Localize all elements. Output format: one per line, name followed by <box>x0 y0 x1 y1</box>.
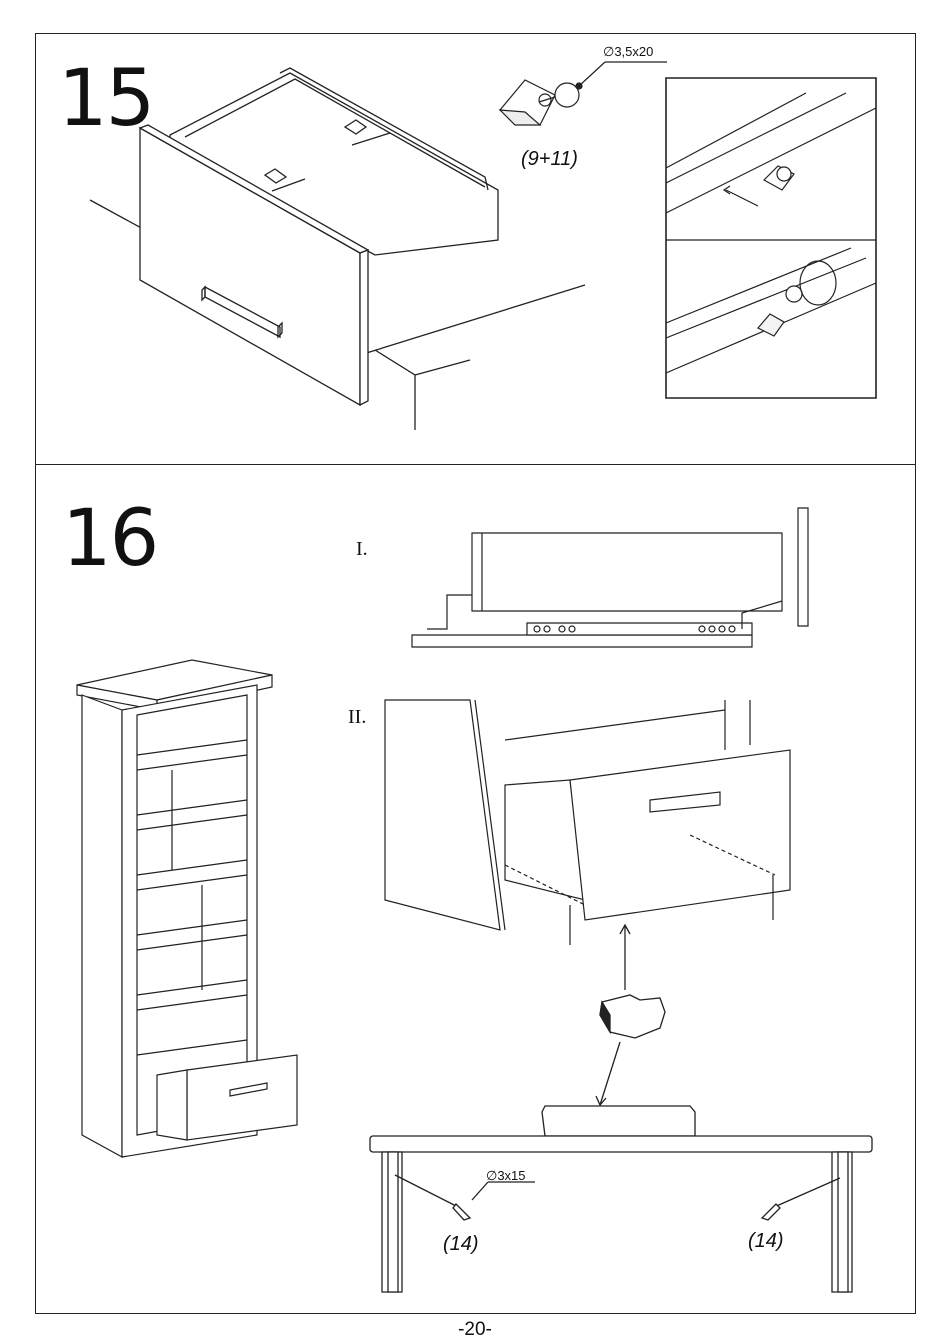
drawer-installation-illustration <box>380 700 800 950</box>
section-divider <box>35 464 916 465</box>
drawer-front-detail-illustration <box>360 1100 880 1295</box>
detail-panel-illustration <box>666 78 878 400</box>
part-ref-right: (14) <box>748 1230 784 1253</box>
screwdriver-icon <box>560 920 680 1110</box>
part-ref-left: (14) <box>443 1233 479 1256</box>
page-number: -20- <box>0 1319 950 1341</box>
cabinet-illustration <box>72 655 307 1160</box>
part-ref-label: (9+11) <box>521 148 578 171</box>
step-16-number: 16 <box>62 500 157 578</box>
screw-spec-label: ∅3,5x20 <box>603 44 653 60</box>
screw-icon <box>495 50 670 150</box>
sub-step-2-label: II. <box>348 706 366 729</box>
sub-step-1-label: I. <box>356 538 368 561</box>
drawer-slide-illustration <box>412 505 817 665</box>
screw-spec-label-2: ∅3x15 <box>486 1168 526 1184</box>
